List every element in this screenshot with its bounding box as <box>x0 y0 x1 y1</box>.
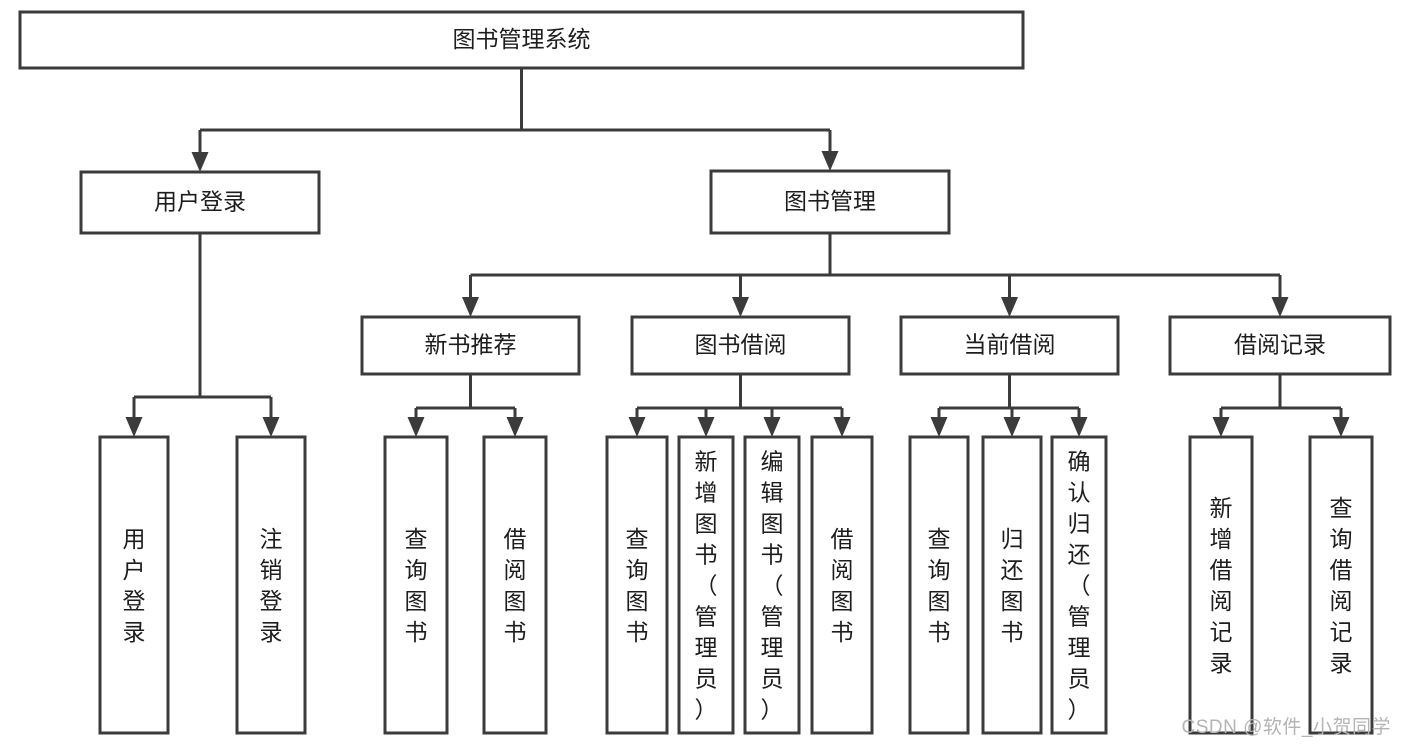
node-label: 图书管理系统 <box>453 26 591 52</box>
node-book-management[interactable]: 图书管理 <box>709 169 951 235</box>
node-borrow-record[interactable]: 借阅记录 <box>1168 315 1392 376</box>
node-box <box>630 315 851 376</box>
node-box <box>981 435 1043 735</box>
arrow-head-icon <box>506 417 524 437</box>
node-leaf-query-record[interactable]: 查询借阅记录 <box>1308 435 1374 735</box>
arrow-head-icon <box>407 417 425 437</box>
node-box <box>98 435 170 735</box>
node-label: 确认归还（管理员） <box>1068 449 1091 723</box>
node-label: 查询借阅记录 <box>1330 495 1353 676</box>
node-box <box>18 10 1025 70</box>
node-book-borrow[interactable]: 图书借阅 <box>630 315 851 376</box>
node-label: 用户登录 <box>123 526 146 645</box>
arrow-head-icon <box>821 151 839 171</box>
arrow-head-icon <box>125 417 143 437</box>
node-box <box>482 435 548 735</box>
arrow-head-icon <box>763 417 781 437</box>
node-box <box>79 170 321 235</box>
arrow-head-icon <box>1271 297 1289 317</box>
node-leaf-borrow-book-2[interactable]: 借阅图书 <box>810 435 874 735</box>
node-label: 编辑图书（管理员） <box>761 449 784 723</box>
node-box <box>899 315 1120 376</box>
node-label: 当前借阅 <box>964 332 1056 358</box>
node-label: 借阅图书 <box>831 526 854 645</box>
node-leaf-user-login[interactable]: 用户登录 <box>98 435 170 735</box>
node-label: 查询图书 <box>928 526 951 645</box>
node-leaf-add-record[interactable]: 新增借阅记录 <box>1188 435 1254 735</box>
node-leaf-return-book[interactable]: 归还图书 <box>981 435 1043 735</box>
node-leaf-edit-book[interactable]: 编辑图书（管理员） <box>743 435 801 735</box>
node-label: 借阅记录 <box>1234 332 1326 358</box>
node-label: 借阅图书 <box>504 526 527 645</box>
node-label: 查询图书 <box>626 526 649 645</box>
arrow-head-icon <box>1003 417 1021 437</box>
node-leaf-query-book-3[interactable]: 查询图书 <box>908 435 970 735</box>
node-leaf-confirm-return[interactable]: 确认归还（管理员） <box>1050 435 1108 735</box>
node-box <box>1188 435 1254 735</box>
node-label: 查询图书 <box>405 526 428 645</box>
arrow-head-icon <box>697 417 715 437</box>
node-label: 注销登录 <box>260 526 283 645</box>
node-leaf-borrow-book-1[interactable]: 借阅图书 <box>482 435 548 735</box>
node-box <box>1308 435 1374 735</box>
node-box <box>235 435 307 735</box>
arrow-head-icon <box>732 297 749 317</box>
arrow-head-icon <box>1001 297 1018 317</box>
arrow-head-icon <box>1070 417 1088 437</box>
arrow-head-icon <box>1332 417 1350 437</box>
arrow-head-icon <box>462 297 479 317</box>
node-label: 新书推荐 <box>425 332 517 358</box>
node-box <box>908 435 970 735</box>
node-new-book-recommend[interactable]: 新书推荐 <box>360 315 581 376</box>
node-box <box>709 169 951 235</box>
arrow-head-icon <box>628 417 646 437</box>
arrow-head-icon <box>191 152 209 172</box>
connector-layer <box>125 68 1350 437</box>
node-box <box>677 435 735 735</box>
node-leaf-add-book[interactable]: 新增图书（管理员） <box>677 435 735 735</box>
node-box <box>743 435 801 735</box>
node-current-borrow[interactable]: 当前借阅 <box>899 315 1120 376</box>
arrow-head-icon <box>833 417 851 437</box>
node-label: 归还图书 <box>1001 526 1024 645</box>
node-leaf-query-book-1[interactable]: 查询图书 <box>383 435 449 735</box>
node-label: 图书管理 <box>784 188 876 214</box>
node-leaf-query-book-2[interactable]: 查询图书 <box>605 435 669 735</box>
node-label: 用户登录 <box>154 189 246 215</box>
node-user-login[interactable]: 用户登录 <box>79 170 321 235</box>
node-box <box>1050 435 1108 735</box>
node-box <box>383 435 449 735</box>
node-box <box>605 435 669 735</box>
arrow-head-icon <box>1212 417 1230 437</box>
node-leaf-user-logout[interactable]: 注销登录 <box>235 435 307 735</box>
arrow-head-icon <box>930 417 948 437</box>
node-label: 新增借阅记录 <box>1210 495 1233 676</box>
node-label: 新增图书（管理员） <box>695 449 718 723</box>
node-box <box>810 435 874 735</box>
node-layer: 图书管理系统用户登录图书管理新书推荐图书借阅当前借阅借阅记录用户登录注销登录查询… <box>18 10 1392 735</box>
node-box <box>360 315 581 376</box>
node-box <box>1168 315 1392 376</box>
node-root[interactable]: 图书管理系统 <box>18 10 1025 70</box>
node-label: 图书借阅 <box>695 332 787 358</box>
arrow-head-icon <box>262 417 280 437</box>
